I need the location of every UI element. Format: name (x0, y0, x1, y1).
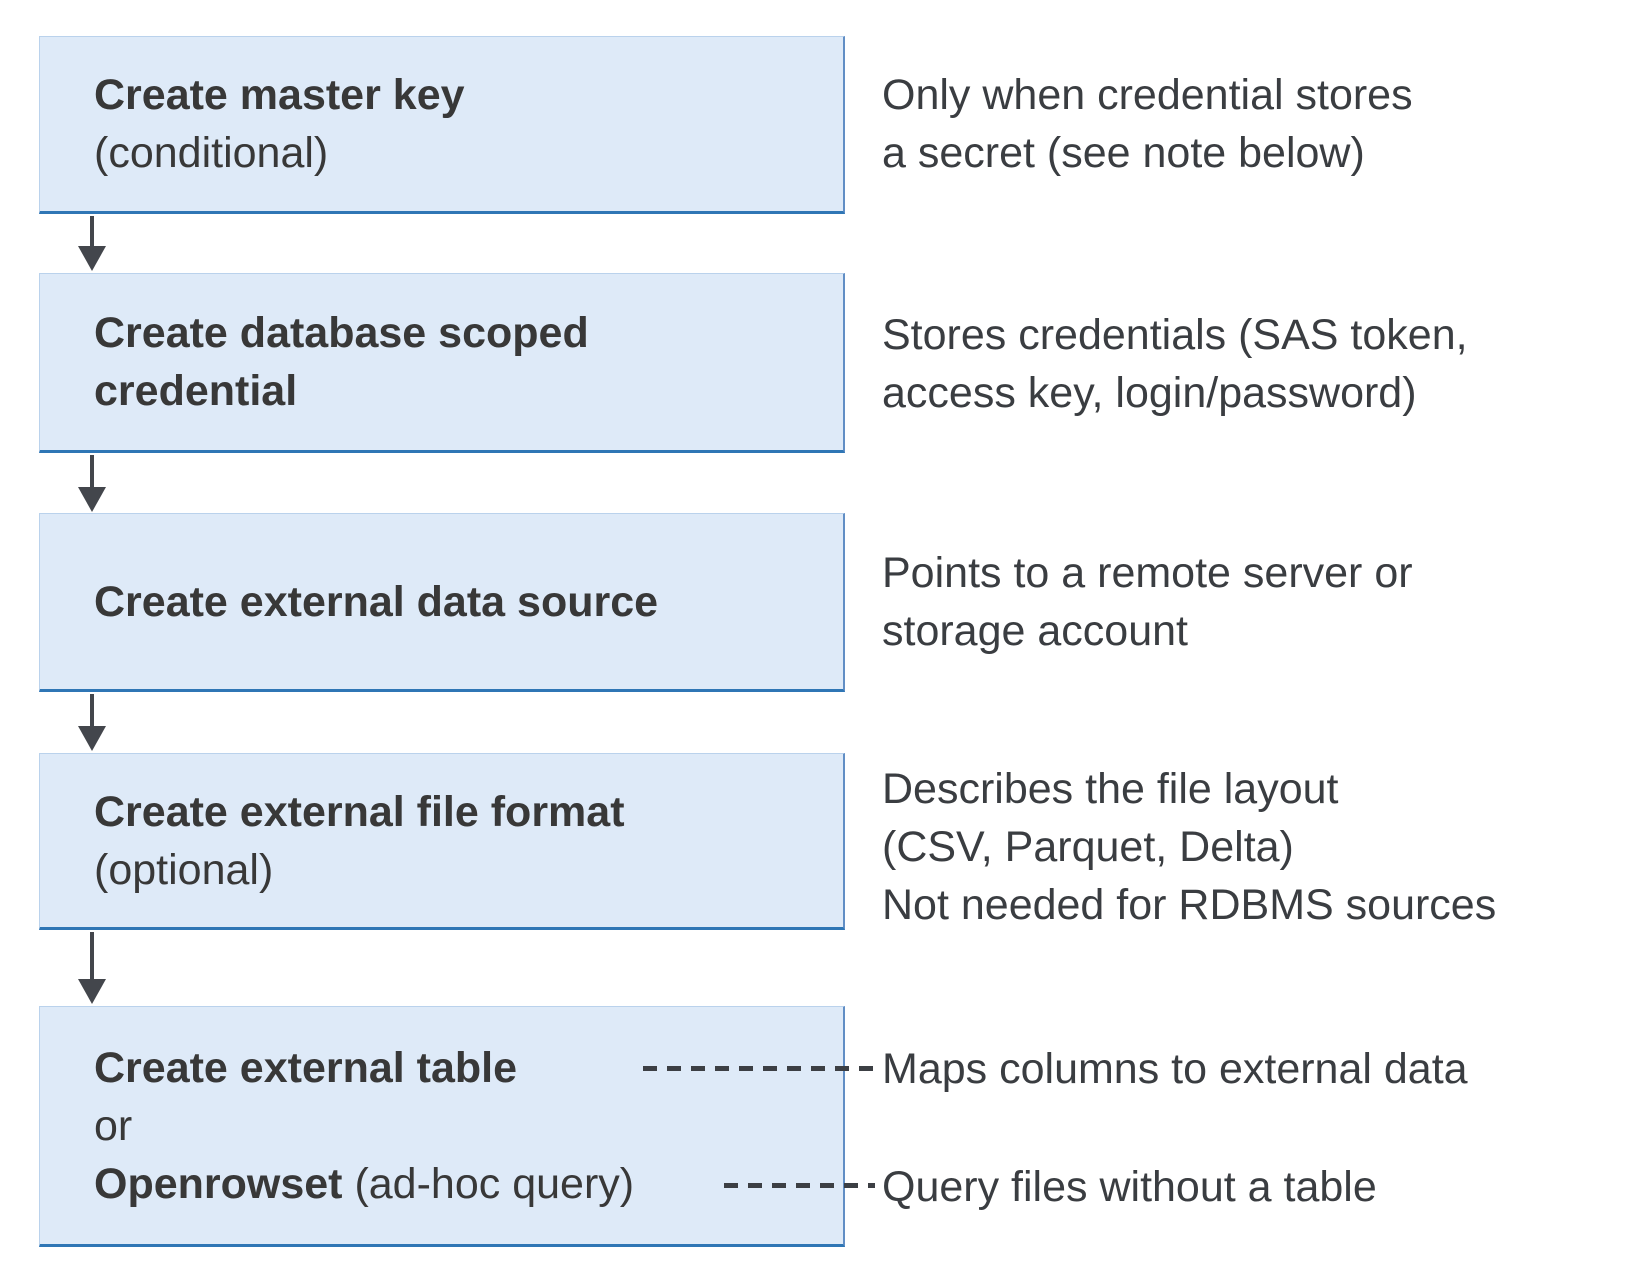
down-arrow-2 (78, 455, 106, 512)
step-title: Create master key (94, 71, 465, 119)
step-box-create-external-table-or-openrowset: Create external table or Openrowset (ad-… (39, 1006, 845, 1247)
step-title: Create external data source (94, 577, 659, 626)
annotation-master-key: Only when credential stores a secret (se… (882, 71, 1413, 177)
arrow-head-icon (78, 979, 106, 1004)
arrow-stem (90, 216, 94, 246)
step-openrowset-line: Openrowset (ad-hoc query) (94, 1155, 813, 1213)
down-arrow-1 (78, 216, 106, 271)
down-arrow-3 (78, 694, 106, 751)
annotation-external-table: Maps columns to external data (882, 1045, 1468, 1093)
dashed-connector-openrowset (724, 1183, 875, 1188)
step-box-create-external-data-source: Create external data source (39, 513, 845, 692)
step-subtitle: (optional) (94, 845, 274, 894)
annotation-openrowset: Query files without a table (882, 1163, 1377, 1211)
annotation-data-source: Points to a remote server or storage acc… (882, 549, 1413, 655)
annotation-scoped-credential: Stores credentials (SAS token, access ke… (882, 311, 1468, 417)
step-title: Create database scoped credential (94, 309, 589, 415)
step-title-openrowset: Openrowset (94, 1159, 343, 1208)
annotation-file-format: Describes the file layout (CSV, Parquet,… (882, 765, 1497, 929)
step-subtitle: (conditional) (94, 129, 329, 177)
arrow-head-icon (78, 726, 106, 751)
arrow-head-icon (78, 246, 106, 271)
arrow-head-icon (78, 487, 106, 512)
arrow-stem (90, 455, 94, 487)
step-box-create-master-key: Create master key (conditional) (39, 36, 845, 214)
arrow-stem (90, 694, 94, 726)
dashed-connector-external-table (643, 1066, 875, 1071)
step-or-label: or (94, 1101, 133, 1150)
step-openrowset-qualifier: (ad-hoc query) (354, 1159, 635, 1208)
step-box-create-external-file-format: Create external file format (optional) (39, 753, 845, 930)
down-arrow-4 (78, 932, 106, 1004)
arrow-stem (90, 932, 94, 979)
step-title: Create external file format (94, 787, 625, 836)
step-box-create-database-scoped-credential: Create database scoped credential (39, 273, 845, 453)
step-title: Create external table (94, 1043, 518, 1092)
